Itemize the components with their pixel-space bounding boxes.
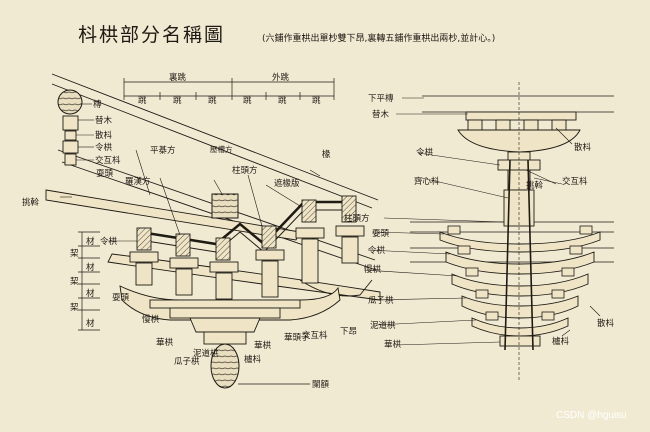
lan-e-beam-icon: [210, 343, 240, 389]
san-dou-block-1: [64, 130, 77, 141]
left-leader-lines: [60, 103, 321, 242]
ti-mu-block: [62, 115, 79, 131]
right-ling-gong-label: 令栱: [416, 147, 434, 158]
zhu-tou-fang-label: 柱頭方: [232, 165, 258, 176]
tiao-label-4: 跳: [243, 95, 252, 106]
ni-dao-gong-label: 泥道栱: [193, 348, 219, 359]
jiao-hu-dou-label-2: 交互枓: [302, 330, 328, 341]
right-shua-tou-label: 耍頭: [372, 229, 390, 239]
hua-gong-label-1: 華栱: [156, 337, 174, 348]
right-leader-lines: [363, 97, 601, 346]
chuan-label: 椽: [322, 149, 331, 160]
shua-tou-label-2: 耍頭: [112, 293, 130, 303]
cai-label-2: 材: [86, 262, 95, 273]
tiao-label-6: 跳: [312, 95, 321, 106]
right-ni-dao-gong-label: 泥道栱: [370, 320, 396, 331]
cai-label-4: 材: [86, 318, 95, 329]
zhe-chuan-ban-label: 遮椽版: [274, 178, 300, 189]
right-ling-gong-label-2: 令栱: [368, 245, 386, 256]
tiao-label-1: 跳: [138, 95, 147, 106]
right-jiao-hu-dou-label: 交互枓: [562, 176, 588, 187]
right-gua-zi-gong-label: 瓜子栱: [368, 295, 394, 306]
cai-label-3: 材: [86, 288, 95, 299]
qi-label-3: 栔: [70, 302, 79, 313]
tiao-wo-rod-a: [504, 159, 511, 351]
right-san-dou-label-2: 散枓: [597, 318, 615, 329]
tiao-dimension-bar: [123, 78, 335, 100]
hua-tou-zi-label: 華頭子: [284, 332, 310, 343]
left-bracket-stack: [119, 225, 365, 345]
hua-gong-label-2: 華栱: [254, 340, 272, 351]
san-dou-label-1: 散枓: [95, 130, 113, 141]
tiao-label-5: 跳: [278, 95, 287, 106]
li-tiao-label: 裏跳: [169, 72, 187, 83]
wai-tiao-label: 外跳: [272, 72, 290, 83]
diagram-title: 枓栱部分名稱圖: [78, 24, 225, 46]
ling-gong-block-1: [62, 140, 79, 154]
gua-zi-gong-label: 瓜子栱: [174, 356, 200, 367]
ti-mu-label: 替木: [95, 115, 113, 126]
lan-e-label: 闌額: [312, 379, 330, 390]
right-zhu-tou-fang-label: 柱頭方: [344, 213, 370, 224]
xia-ang-label: 下昂: [340, 327, 357, 337]
diagram-subtitle: (六鋪作重栱出單杪雙下昂,裏轉五鋪作重栱出兩杪,並計心。): [262, 32, 495, 44]
ya-cao-fang-block: [211, 193, 239, 219]
qi-label-1: 栔: [70, 248, 79, 259]
tuan-purlin-icon: [57, 89, 83, 115]
right-ti-mu-label: 替木: [372, 109, 390, 120]
cai-qi-dimension: [78, 231, 100, 331]
tiao-label-2: 跳: [173, 95, 182, 106]
lu-dou-label: 櫨枓: [244, 354, 262, 365]
cai-label-1: 材: [86, 236, 95, 247]
ling-gong-label-2: 令栱: [100, 236, 118, 247]
jiao-hu-dou-block-1: [64, 153, 77, 166]
qi-label-2: 栔: [70, 276, 79, 287]
qi-xin-dou-label: 齊心枓: [414, 176, 440, 187]
tiao-label-3: 跳: [208, 95, 217, 106]
right-man-gong-label: 慢栱: [364, 264, 382, 275]
man-gong-label: 慢栱: [142, 314, 160, 325]
right-top-bracket: [457, 111, 581, 153]
ling-gong-label-1: 令栱: [95, 142, 113, 153]
right-san-dou-label: 散枓: [574, 142, 592, 153]
right-hua-gong-label: 華栱: [384, 339, 402, 350]
right-dou-blocks: [447, 225, 593, 321]
right-lu-dou-label: 櫨枓: [552, 336, 570, 347]
fang-blocks: [136, 195, 357, 261]
shua-tou-label-1: 耍頭: [96, 169, 114, 179]
ya-cao-fang-label: 壓槽方: [210, 144, 233, 154]
watermark: CSDN @hguisu: [556, 410, 627, 421]
luo-han-fang-label: 羅漢方: [125, 176, 151, 187]
tuan-label: 槫: [93, 99, 102, 110]
ping-qi-fang-label: 平棊方: [150, 145, 176, 156]
jiao-hu-dou-label-1: 交互枓: [95, 155, 121, 166]
tiao-wo-rod-b: [527, 159, 534, 351]
xia-ping-tuan-label: 下平槫: [368, 93, 394, 104]
right-tiao-wo-label: 挑斡: [526, 180, 544, 191]
tiao-wo-label-left: 挑斡: [22, 197, 40, 208]
